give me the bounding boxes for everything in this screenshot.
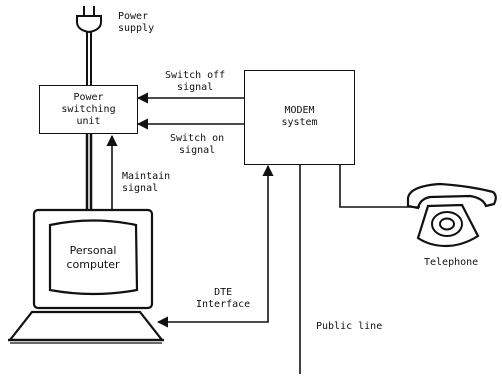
modem-system-label: MODEM system [245,105,354,129]
power-supply-label-line1: Power [118,11,154,23]
maintain-signal-label: Maintain signal [122,171,170,195]
power-switching-unit-box: Power switching unit [39,85,138,134]
public-line-label: Public line [316,321,382,333]
maintain-line2: signal [122,183,170,195]
power-switching-unit-label: Power switching unit [40,92,137,128]
computer-keyboard-icon [8,312,164,343]
psu-label-line3: unit [40,116,137,128]
telephone-label: Telephone [424,257,478,269]
switch-on-line1: Switch on [170,133,224,145]
switch-on-signal-label: Switch on signal [170,133,224,157]
power-plug-icon [77,6,101,32]
power-supply-label: Power supply [118,11,154,35]
dte-line1: DTE [196,287,250,299]
personal-computer-label: Personal computer [64,244,122,272]
dte-line2: Interface [196,299,250,311]
maintain-line1: Maintain [122,171,170,183]
dte-interface-label: DTE Interface [196,287,250,311]
switch-off-line1: Switch off [165,70,225,82]
pc-label-line1: Personal [64,244,122,258]
psu-label-line2: switching [40,104,137,116]
power-supply-label-line2: supply [118,23,154,35]
pc-label-line2: computer [64,258,122,272]
modem-label-line1: MODEM [245,105,354,117]
modem-system-box: MODEM system [244,70,355,165]
switch-off-signal-label: Switch off signal [165,70,225,94]
psu-label-line1: Power [40,92,137,104]
switch-off-line2: signal [165,82,225,94]
switch-on-line2: signal [170,145,224,157]
telephone-icon [408,184,496,246]
modem-label-line2: system [245,117,354,129]
